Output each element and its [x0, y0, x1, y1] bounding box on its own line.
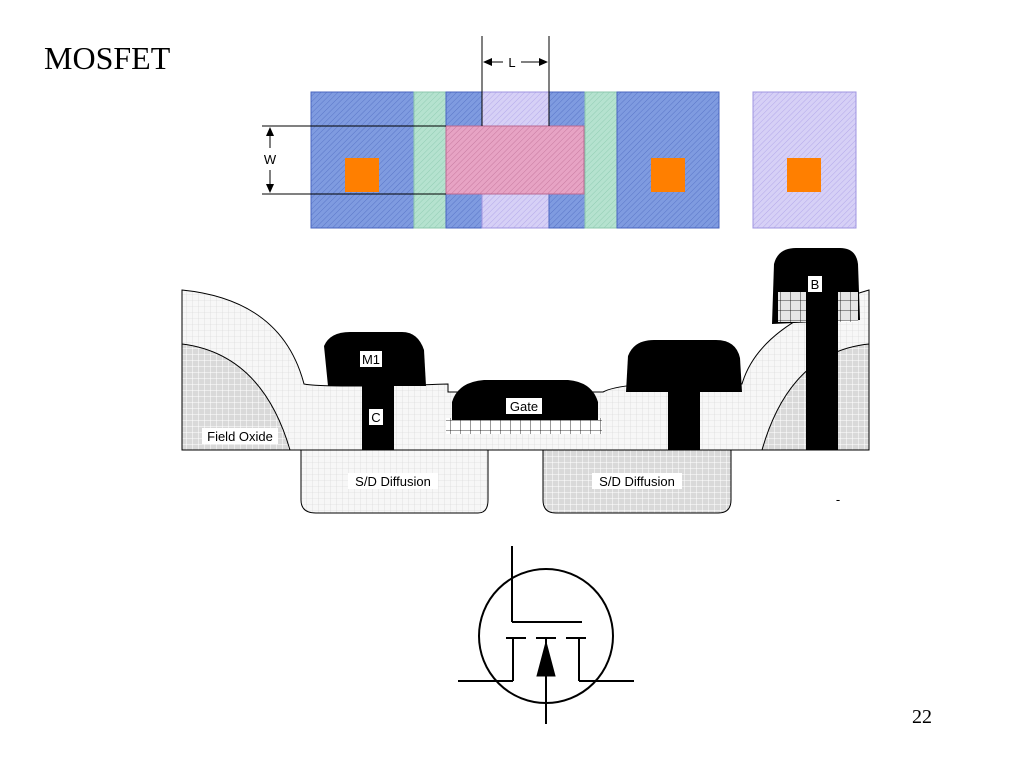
poly-strip-left — [413, 91, 447, 229]
sd-diffusion-left-label-box — [348, 473, 438, 489]
contact-label: C — [371, 410, 380, 425]
stray-mark: - — [836, 492, 840, 507]
cross-section: M1 C Gate B Field Oxide S/D Diffusion S/… — [181, 248, 870, 514]
m1-label: M1 — [362, 352, 380, 367]
nmos-transistor-symbol-icon — [458, 546, 634, 724]
sd-diffusion-right-label: S/D Diffusion — [599, 474, 675, 489]
contact-label-box — [369, 409, 383, 425]
body-contact — [787, 158, 821, 192]
gate-label: Gate — [510, 399, 538, 414]
body-plug — [806, 286, 838, 450]
body-label: B — [811, 277, 820, 292]
width-label: W — [264, 152, 277, 167]
length-arrowhead-left-icon — [483, 58, 492, 66]
gate-label-box — [506, 398, 542, 414]
field-oxide-label: Field Oxide — [207, 429, 273, 444]
length-label: L — [508, 55, 515, 70]
contact-plug-right — [668, 388, 700, 450]
m1-label-box — [360, 351, 382, 367]
drain-metal — [626, 340, 742, 392]
body-label-box — [808, 276, 822, 292]
poly-strip-right — [584, 91, 618, 229]
page-number: 22 — [912, 706, 932, 728]
length-arrowhead-right-icon — [539, 58, 548, 66]
sd-diffusion-left-label: S/D Diffusion — [355, 474, 431, 489]
drain-contact — [651, 158, 685, 192]
source-contact — [345, 158, 379, 192]
width-arrowhead-top-icon — [266, 127, 274, 136]
symbol-arrow-icon — [536, 640, 556, 677]
gate-channel-area — [445, 125, 585, 195]
layout-view: L W — [262, 36, 857, 229]
field-oxide-label-box — [202, 428, 278, 444]
field-oxide-left — [181, 343, 291, 451]
sd-diffusion-right-label-box — [592, 473, 682, 489]
slide-title: MOSFET — [44, 40, 171, 76]
gate-oxide-strip — [446, 418, 602, 434]
width-arrowhead-bottom-icon — [266, 184, 274, 193]
